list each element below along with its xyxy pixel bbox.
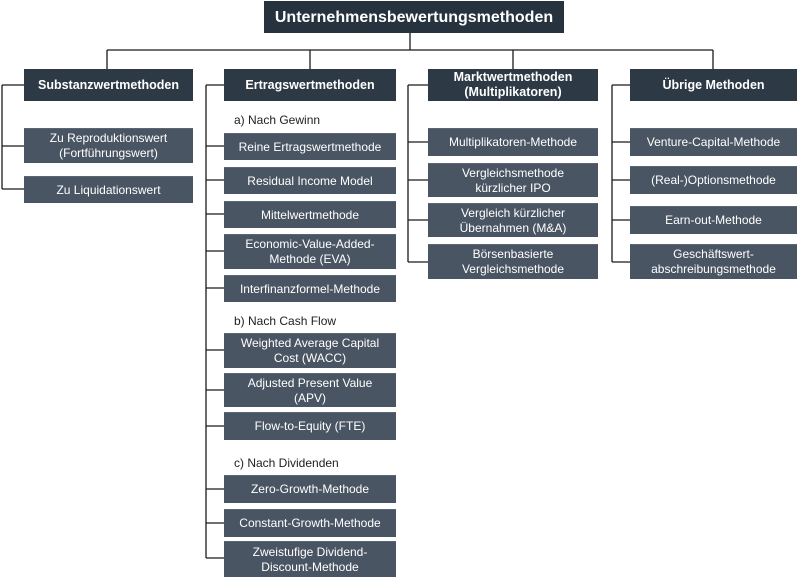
method-node: Constant-Growth-Methode <box>224 509 396 537</box>
method-node: Multiplikatoren-Methode <box>428 128 598 156</box>
method-node: Zero-Growth-Methode <box>224 475 396 503</box>
method-node: (Real-)Optionsmethode <box>630 166 797 194</box>
tree-connectors <box>1 33 714 559</box>
method-node: Residual Income Model <box>224 167 396 194</box>
method-node: Zu Liquidationswert <box>24 176 193 203</box>
method-node: Vergleichsmethode kürzlicher IPO <box>428 163 598 197</box>
method-node: Reine Ertragswertmethode <box>224 133 396 160</box>
method-node: Zu Reproduktionswert (Fortführungswert) <box>24 128 193 163</box>
method-node: Vergleich kürzlicher Übernahmen (M&A) <box>428 203 598 237</box>
method-node: Venture-Capital-Methode <box>630 128 797 156</box>
method-node: Geschäftswert- abschreibungsmethode <box>630 244 797 279</box>
root-node: Unternehmensbewertungsmethoden <box>264 1 564 33</box>
method-node: Adjusted Present Value (APV) <box>224 373 396 407</box>
column-header-uebrige: Übrige Methoden <box>630 69 797 101</box>
method-node: Weighted Average Capital Cost (WACC) <box>224 333 396 368</box>
method-node: Earn-out-Methode <box>630 206 797 234</box>
method-node: Interfinanzformel-Methode <box>224 275 396 302</box>
method-node: Zweistufige Dividend- Discount-Methode <box>224 541 396 577</box>
column-header-marktwert: Marktwertmethoden (Multiplikatoren) <box>428 69 598 101</box>
method-node: Börsenbasierte Vergleichsmethode <box>428 244 598 279</box>
method-node: Mittelwertmethode <box>224 201 396 228</box>
section-label-dividenden: c) Nach Dividenden <box>234 456 339 470</box>
method-node: Flow-to-Equity (FTE) <box>224 412 396 440</box>
section-label-gewinn: a) Nach Gewinn <box>234 113 321 127</box>
column-header-substanzwert: Substanzwertmethoden <box>24 69 193 101</box>
method-node: Economic-Value-Added- Methode (EVA) <box>224 234 396 269</box>
column-header-ertragswert: Ertragswertmethoden <box>224 69 396 101</box>
section-label-cashflow: b) Nach Cash Flow <box>234 314 337 328</box>
